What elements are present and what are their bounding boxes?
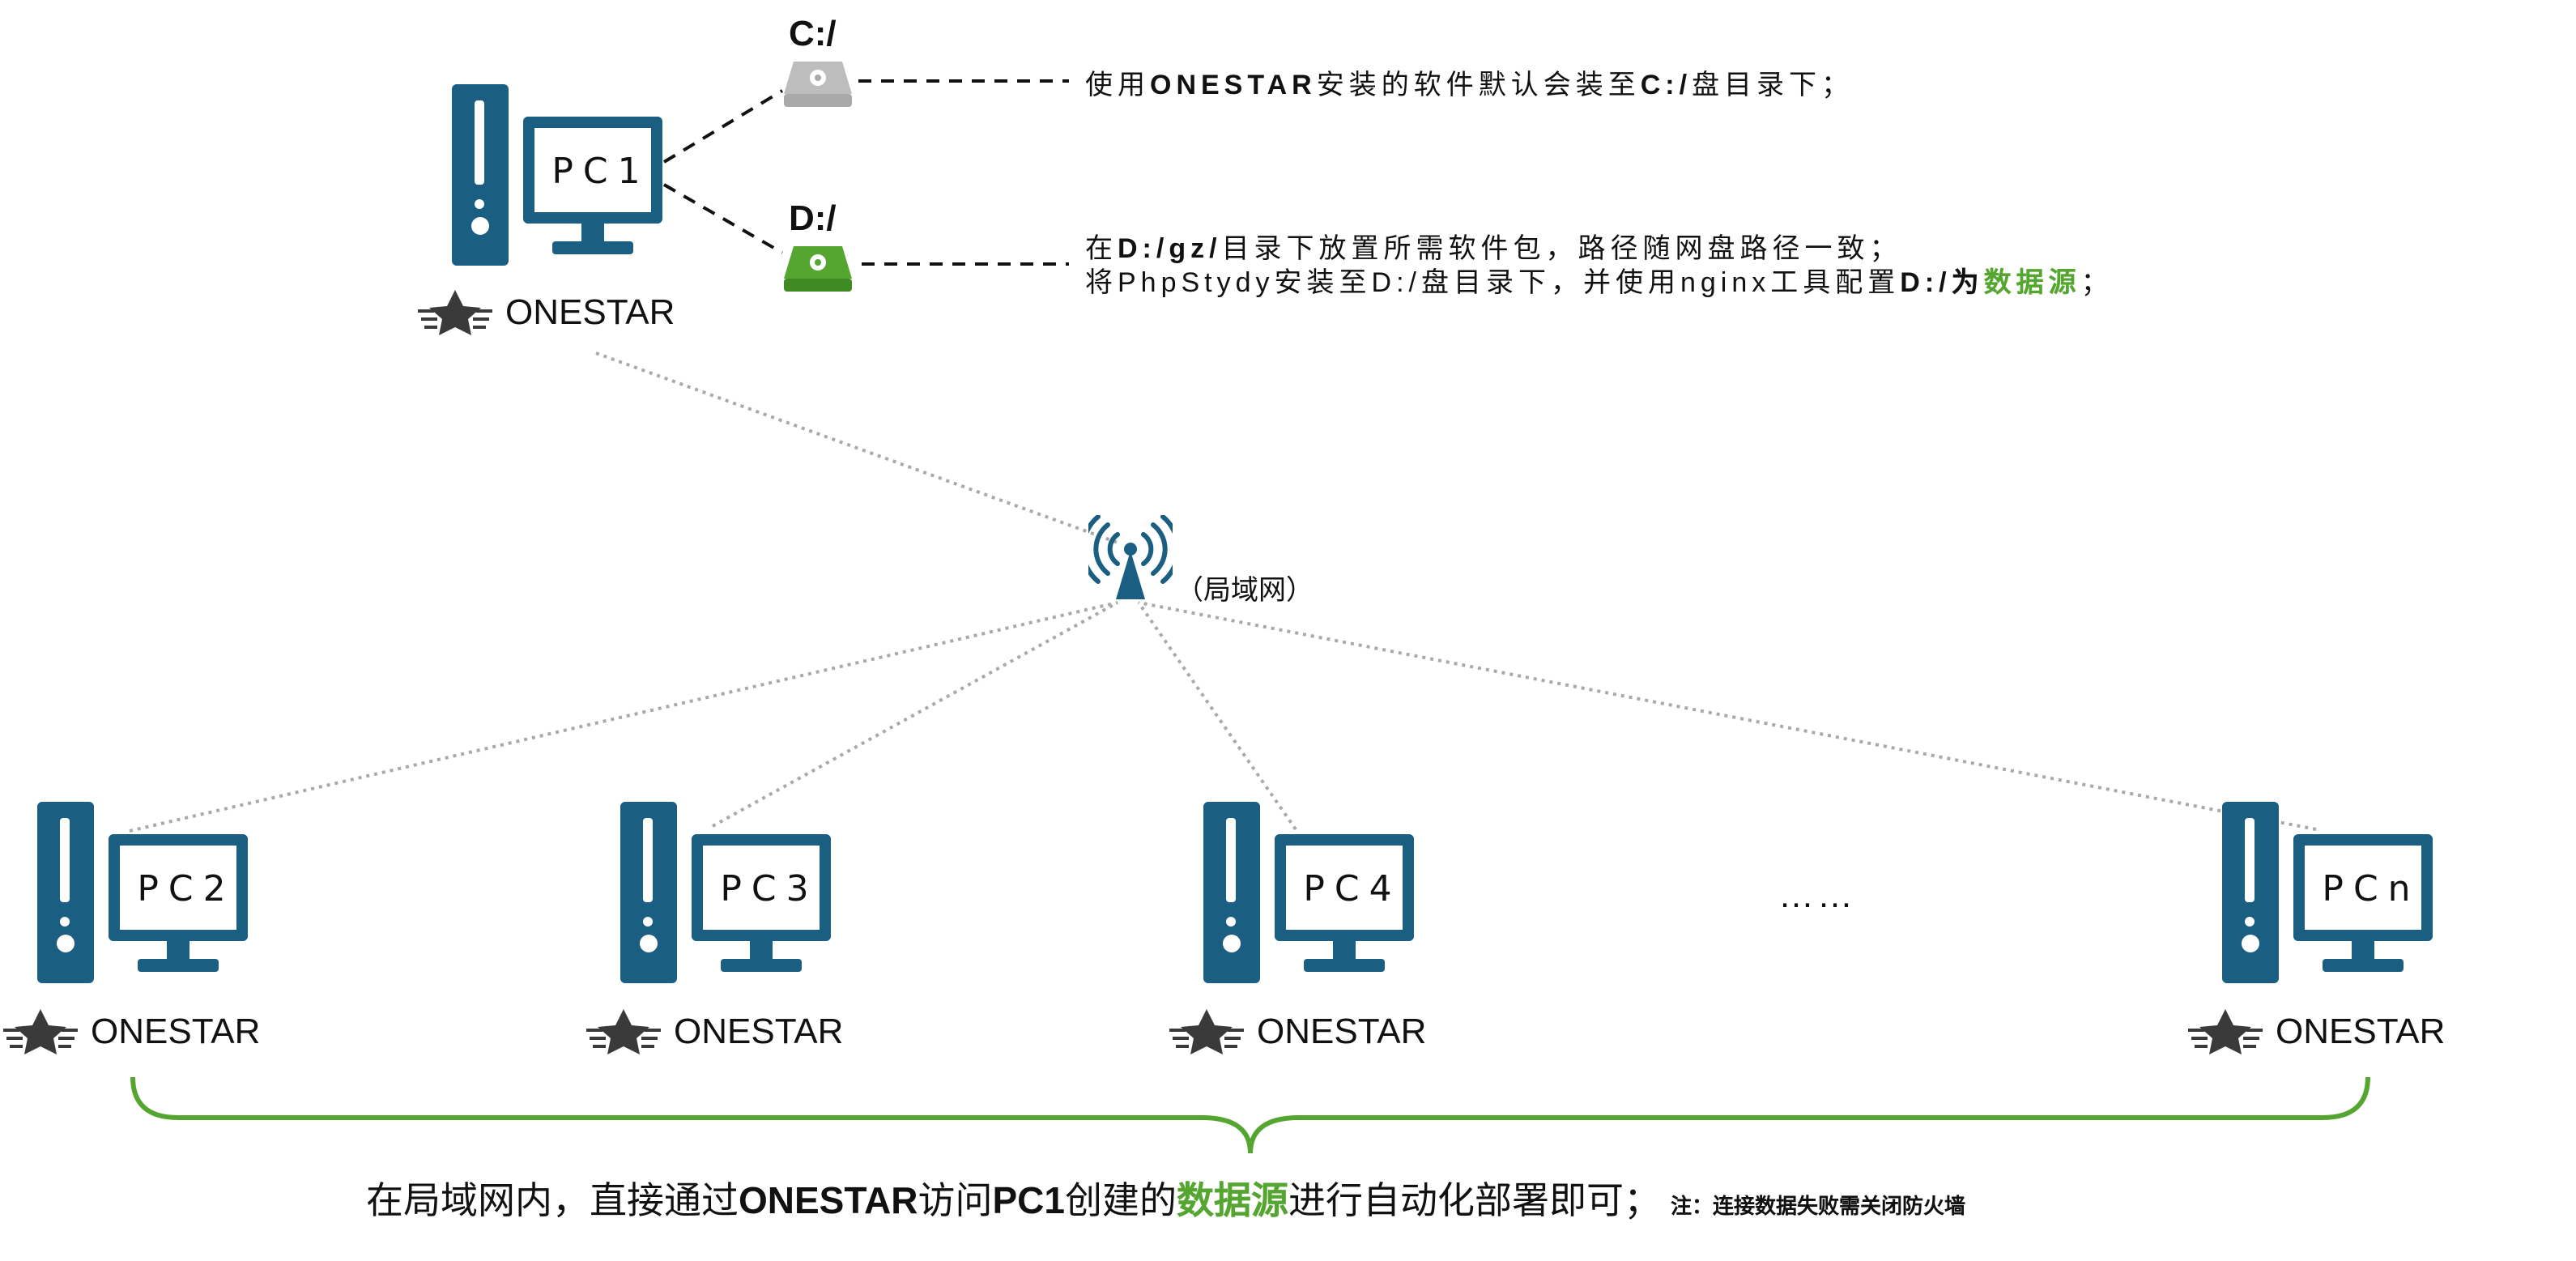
pc2-to-lan-line [129, 601, 1118, 833]
client-computer: PC2 [37, 802, 248, 983]
monitor-icon [523, 117, 662, 224]
client-brand: ONESTAR [586, 1008, 843, 1056]
client-brand: ONESTAR [3, 1008, 260, 1056]
tower-icon [2222, 802, 2279, 983]
star-wings-icon [3, 1009, 78, 1054]
pc-label: PC1 [551, 152, 650, 193]
monitor-icon [1275, 834, 1414, 941]
pc1-to-c-drive-line [662, 89, 784, 164]
tower-icon [37, 802, 94, 983]
star-wings-icon [418, 290, 492, 335]
tower-icon [452, 84, 509, 266]
wifi-antenna-icon [1088, 515, 1173, 599]
pc-label: PC3 [720, 870, 819, 910]
client-computer: PC4 [1203, 802, 1414, 983]
monitor-icon [109, 834, 248, 941]
pcn-to-lan-line [1138, 601, 2317, 831]
star-wings-icon [1169, 1009, 1244, 1054]
pc3-to-lan-line [712, 601, 1118, 828]
brand-label: ONESTAR [91, 1011, 261, 1051]
client-computer: PCn [2222, 802, 2433, 983]
pc1-computer: PC1 [452, 84, 662, 266]
c-drive-note: 使用ONESTAR安装的软件默认会装至C:/盘目录下； [1085, 70, 1854, 100]
pc1-brand: ONESTAR [418, 288, 675, 337]
pc1-to-d-drive-line [663, 183, 783, 254]
pc-label: PC4 [1303, 870, 1402, 910]
d-drive-note-line1: 在D:/gz/目录下放置所需软件包，路径随网盘路径一致； [1085, 233, 1902, 264]
pc-label: PCn [2322, 870, 2421, 910]
pc-label: PC2 [137, 870, 236, 910]
brand-label: ONESTAR [2276, 1011, 2446, 1051]
bottom-brace [130, 1076, 2370, 1154]
d-drive-label: D:/ [789, 198, 837, 238]
monitor-icon [692, 834, 831, 941]
client-brand: ONESTAR [1169, 1008, 1426, 1056]
brand-label: ONESTAR [674, 1011, 844, 1051]
pc4-to-lan-line [1137, 601, 1297, 831]
client-computer: PC3 [620, 802, 831, 983]
tower-icon [620, 802, 677, 983]
brand-label: ONESTAR [505, 292, 675, 332]
client-brand: ONESTAR [2188, 1008, 2445, 1056]
star-wings-icon [2188, 1009, 2263, 1054]
pc1-to-lan-line [595, 351, 1118, 544]
brand-label: ONESTAR [1257, 1011, 1427, 1051]
lan-label: （局域网） [1176, 575, 1314, 606]
star-wings-icon [586, 1009, 661, 1054]
firewall-note: 注：连接数据失败需关闭防火墙 [1671, 1194, 1966, 1218]
bottom-caption: 在局域网内，直接通过ONESTAR访问PC1创建的数据源进行自动化部署即可；注：… [366, 1179, 1966, 1221]
monitor-icon [2293, 834, 2433, 941]
d-drive-icon [784, 246, 852, 292]
tower-icon [1203, 802, 1260, 983]
d-drive-note-line2: 将PhpStydy安装至D:/盘目录下，并使用nginx工具配置D:/为数据源； [1085, 267, 2114, 298]
c-drive-label: C:/ [789, 13, 837, 53]
more-pcs-ellipsis: …… [1778, 875, 1856, 915]
c-drive-icon [784, 62, 852, 107]
